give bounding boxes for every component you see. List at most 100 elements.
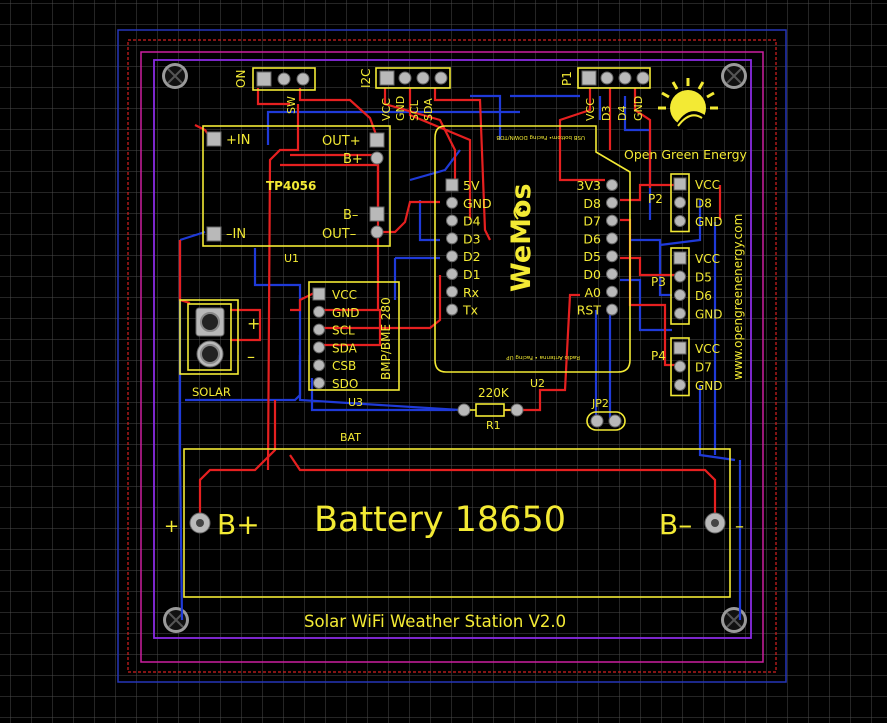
i2c-pin-sda: SDA xyxy=(422,98,435,121)
wemos-left-pin-d1: D1 xyxy=(463,267,481,282)
wemos-logo: WeMos xyxy=(506,183,537,292)
p1-pin-d4: D4 xyxy=(616,106,629,121)
wemos-pad xyxy=(606,303,618,316)
resistor-value: 220K xyxy=(478,386,510,400)
wemos-left-pin-d2: D2 xyxy=(463,249,481,264)
p4-pin-vcc: VCC xyxy=(695,342,720,356)
bme280-pin-sda: SDA xyxy=(332,341,358,355)
i2c-pin-gnd: GND xyxy=(394,96,407,121)
wemos-left-pin-tx: Tx xyxy=(462,303,478,318)
bme280-pin-vcc: VCC xyxy=(332,288,357,302)
board-title: Solar WiFi Weather Station V2.0 xyxy=(304,612,566,631)
p1-pin-gnd: GND xyxy=(632,96,645,121)
wemos-pad xyxy=(606,250,618,263)
wemos-pad xyxy=(606,232,618,245)
bme280-pad xyxy=(313,359,325,372)
switch-sw-label: SW xyxy=(285,96,298,114)
wemos-left-pin-gnd: GND xyxy=(463,196,492,211)
p4-pin-gnd: GND xyxy=(695,379,723,393)
i2c-label: I2C xyxy=(359,68,373,88)
p3-label: P3 xyxy=(651,275,666,289)
p2-pin-d8: D8 xyxy=(695,197,712,211)
website-text: www.opengreenenergy.com xyxy=(731,214,745,380)
solar-plus: + xyxy=(247,314,260,333)
wemos-right-pin-d0: D0 xyxy=(583,267,601,282)
jumper-label: JP2 xyxy=(591,397,609,410)
tp4056-in-minus: –IN xyxy=(226,227,246,242)
tp4056-b-plus: B+ xyxy=(343,152,363,167)
wemos-pad xyxy=(446,285,458,298)
wemos-pad xyxy=(606,196,618,209)
wemos-right-pin-3v3: 3V3 xyxy=(577,178,601,193)
wemos-pad xyxy=(606,179,618,191)
bme280-pad xyxy=(313,323,325,336)
bme280-pad xyxy=(313,377,325,389)
battery-minus: – xyxy=(735,516,744,537)
p4-pad xyxy=(674,379,686,391)
wemos-right-pin-a0: A0 xyxy=(584,285,601,300)
wemos-left-pin-d3: D3 xyxy=(463,231,481,246)
wemos-left-pin-rx: Rx xyxy=(463,285,479,300)
p1-header xyxy=(577,67,651,89)
solar-minus: – xyxy=(247,347,255,366)
wemos-pad xyxy=(446,196,458,209)
p3-pad xyxy=(673,251,687,265)
p1-pin-vcc: VCC xyxy=(584,98,597,121)
jumper-jp2 xyxy=(586,411,626,431)
wemos-pad xyxy=(606,214,618,227)
battery-plus: + xyxy=(164,516,179,537)
bme280-ref: U3 xyxy=(348,396,363,409)
wemos-module xyxy=(434,125,631,373)
wemos-right-pin-d7: D7 xyxy=(583,214,601,229)
wemos-pad xyxy=(606,268,618,280)
p3-pin-vcc: VCC xyxy=(695,252,720,266)
wemos-left-pin-d4: D4 xyxy=(463,214,481,229)
bme280-pin-csb: CSB xyxy=(332,359,356,373)
p4-pin-d7: D7 xyxy=(695,361,712,375)
wemos-pad xyxy=(446,303,458,316)
bme280-module xyxy=(308,281,400,391)
battery-name: Battery 18650 xyxy=(314,500,566,540)
wemos-pad xyxy=(445,178,459,192)
i2c-pin-scl: SCL xyxy=(408,99,421,121)
bme280-pin-sdo: SDO xyxy=(332,377,358,391)
wemos-right-pin-d8: D8 xyxy=(583,196,601,211)
wifi-icon xyxy=(513,204,526,220)
tp4056-ref: U1 xyxy=(284,252,299,265)
wemos-pad xyxy=(606,285,618,298)
tp4056-b-minus: B– xyxy=(343,208,358,223)
p3-pin-d6: D6 xyxy=(695,289,712,303)
mounting-holes xyxy=(162,63,747,633)
battery-holder xyxy=(183,448,731,598)
battery-b-minus: B– xyxy=(659,508,692,541)
p2-pin-vcc: VCC xyxy=(695,178,720,192)
p2-pin-gnd: GND xyxy=(695,215,723,229)
wemos-pad xyxy=(446,214,458,227)
wemos-left-pin-5v: 5V xyxy=(463,178,480,193)
wemos-right-pin-rst: RST xyxy=(577,303,602,318)
wemos-right-pin-d5: D5 xyxy=(583,249,601,264)
bme280-pad xyxy=(313,305,325,318)
sun-logo-icon xyxy=(658,78,718,130)
tp4056-out-plus: OUT+ xyxy=(322,134,361,149)
tp4056-module xyxy=(202,125,391,247)
p3-pin-d5: D5 xyxy=(695,271,712,285)
tp4056-name: TP4056 xyxy=(266,179,316,193)
p1-pin-d3: D3 xyxy=(600,106,613,121)
p3-pad xyxy=(674,289,686,301)
solar-label: SOLAR xyxy=(192,385,231,399)
p3-pad xyxy=(674,270,686,283)
logo-text: Open Green Energy xyxy=(624,147,748,162)
wemos-top-text: USB bottom• Facing DOWN/TOB xyxy=(496,134,585,140)
p4-pad xyxy=(673,341,687,355)
p4-label: P4 xyxy=(651,349,666,363)
bme280-label: BMP/BME 280 xyxy=(379,297,393,380)
switch-header xyxy=(252,67,316,91)
p1-label: P1 xyxy=(560,71,574,86)
battery-bat-label: BAT xyxy=(340,431,361,444)
